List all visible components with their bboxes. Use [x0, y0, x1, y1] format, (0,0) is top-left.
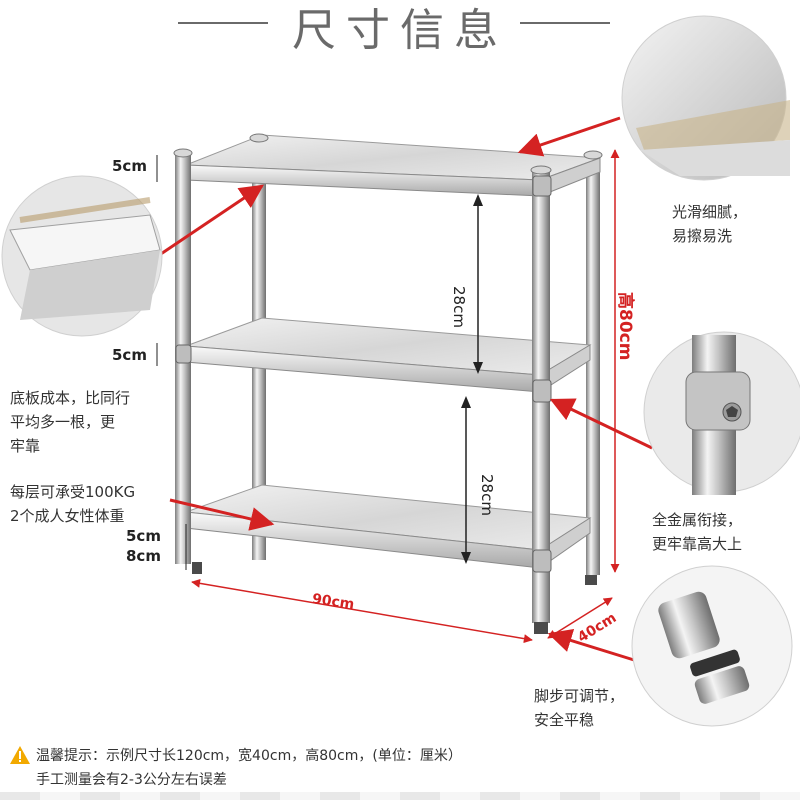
dimension-arrowhead	[473, 362, 483, 374]
base-callout: 底板成本，比同行 平均多一根，更 牢靠	[10, 386, 130, 458]
base-callout-line1: 底板成本，比同行	[10, 389, 131, 407]
title-left-rule	[178, 22, 268, 24]
surface-callout: 光滑细腻， 易擦易洗	[672, 200, 747, 248]
joint-bracket	[532, 175, 552, 197]
adjustable-foot	[534, 622, 548, 634]
leg-cap	[173, 148, 193, 158]
foot-callout-line2: 安全平稳	[534, 711, 595, 729]
bottom-decor-strip	[0, 792, 800, 800]
adjustable-foot	[192, 562, 202, 574]
adjustable-foot	[585, 575, 597, 585]
load-callout-line1: 每层可承受100KG	[10, 483, 136, 501]
surface-callout-line2: 易擦易洗	[672, 227, 733, 245]
warning-icon	[10, 746, 30, 764]
callout-arrow-surface	[517, 116, 621, 157]
callout-arrow-foot	[547, 628, 635, 662]
measurement-note: 温馨提示：示例尺寸长120cm，宽40cm，高80cm，(单位：厘米） 手工测量…	[36, 744, 462, 792]
foot-callout-line1: 脚步可调节，	[534, 687, 625, 705]
load-callout-line2: 2个成人女性体重	[10, 507, 125, 525]
foot-callout: 脚步可调节， 安全平稳	[534, 684, 624, 732]
title-right-rule	[520, 22, 610, 24]
shelf-gap-mid-label: 5cm	[112, 346, 147, 364]
leg-cap	[583, 150, 603, 160]
joint-bracket	[175, 344, 192, 364]
shelf-gap-bottom-label: 5cm	[126, 527, 161, 545]
surface-callout-line1: 光滑细腻，	[672, 203, 748, 221]
joint-callout-line1: 全金属衔接，	[652, 511, 743, 529]
dimension-arrowhead	[461, 396, 471, 408]
callout-arrow-load	[169, 498, 275, 531]
joint-bracket	[532, 379, 552, 403]
page-title: 尺寸信息	[292, 5, 508, 56]
load-callout: 每层可承受100KG 2个成人女性体重	[10, 480, 135, 528]
dimension-arrowhead	[461, 552, 471, 564]
base-callout-line3: 牢靠	[10, 437, 41, 455]
title-bar: 尺寸信息	[0, 0, 800, 56]
foot-height-label: 8cm	[126, 547, 161, 565]
base-callout-line2: 平均多一根，更	[10, 413, 116, 431]
length-dimension-line	[191, 578, 533, 644]
dimension-arrowhead	[473, 194, 483, 206]
measurement-note-line2: 手工测量会有2-3公分左右误差	[36, 772, 227, 788]
detail-foot-circle	[631, 565, 793, 727]
measurement-note-line1: 温馨提示：示例尺寸长120cm，宽40cm，高80cm，(单位：厘米）	[36, 748, 462, 764]
spacing-lower-label: 28cm	[478, 474, 496, 516]
detail-surface-circle	[621, 15, 790, 181]
detail-joint-circle	[643, 331, 800, 495]
leg-cap	[530, 165, 552, 175]
back-right-leg	[586, 160, 600, 575]
spacing-upper-label: 28cm	[450, 286, 468, 328]
height-label: 高80cm	[615, 292, 635, 361]
joint-callout-line2: 更牢靠高大上	[652, 535, 743, 553]
shelf-gap-top-label: 5cm	[112, 157, 147, 175]
leg-cap	[249, 133, 269, 143]
joint-bracket	[532, 549, 552, 573]
callout-arrow-joint	[549, 398, 653, 450]
detail-underside-circle	[1, 175, 163, 337]
joint-callout: 全金属衔接， 更牢靠高大上	[652, 508, 742, 556]
